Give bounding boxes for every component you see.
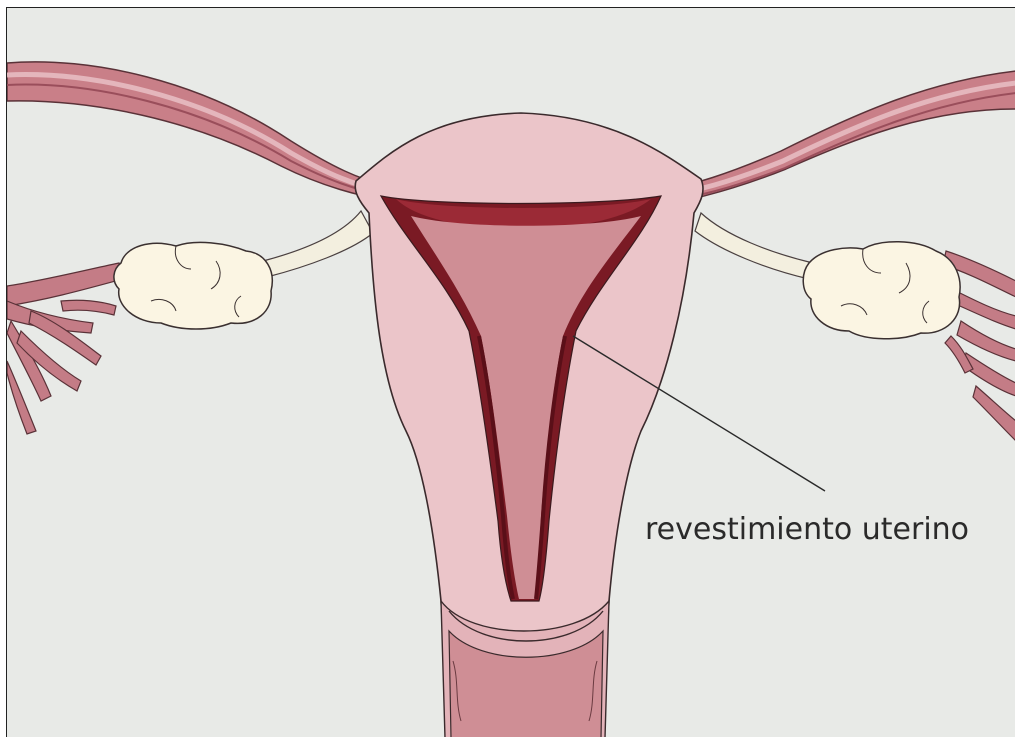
diagram-frame: [6, 7, 1015, 737]
left-fallopian-tube: [7, 62, 393, 201]
uterine-lining-label: revestimiento uterino: [645, 512, 969, 547]
right-ovary: [803, 242, 960, 339]
left-fimbriae: [7, 263, 123, 434]
uterus-illustration: [7, 8, 1015, 737]
left-ovary: [114, 242, 272, 329]
left-ovarian-ligament: [263, 211, 373, 277]
right-ovarian-ligament: [695, 213, 813, 279]
right-fallopian-tube: [649, 71, 1015, 207]
